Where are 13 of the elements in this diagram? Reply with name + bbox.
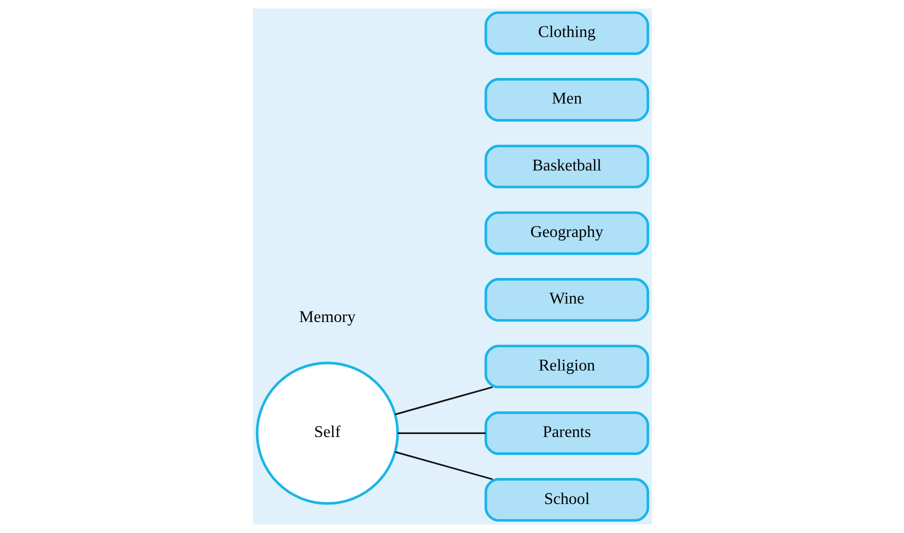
node-box: Geography [484, 211, 649, 255]
node-box: Clothing [484, 11, 649, 55]
node-box: Men [484, 78, 649, 122]
node-circle: Self [255, 362, 398, 505]
node-box: School [484, 478, 649, 522]
connector [394, 386, 492, 416]
label: Memory [298, 307, 356, 326]
node-box: Basketball [484, 144, 649, 188]
connector [397, 432, 486, 434]
connector [394, 451, 492, 480]
node-box: Religion [484, 344, 649, 388]
node-box: Wine [484, 278, 649, 322]
node-box: Parents [484, 411, 649, 455]
